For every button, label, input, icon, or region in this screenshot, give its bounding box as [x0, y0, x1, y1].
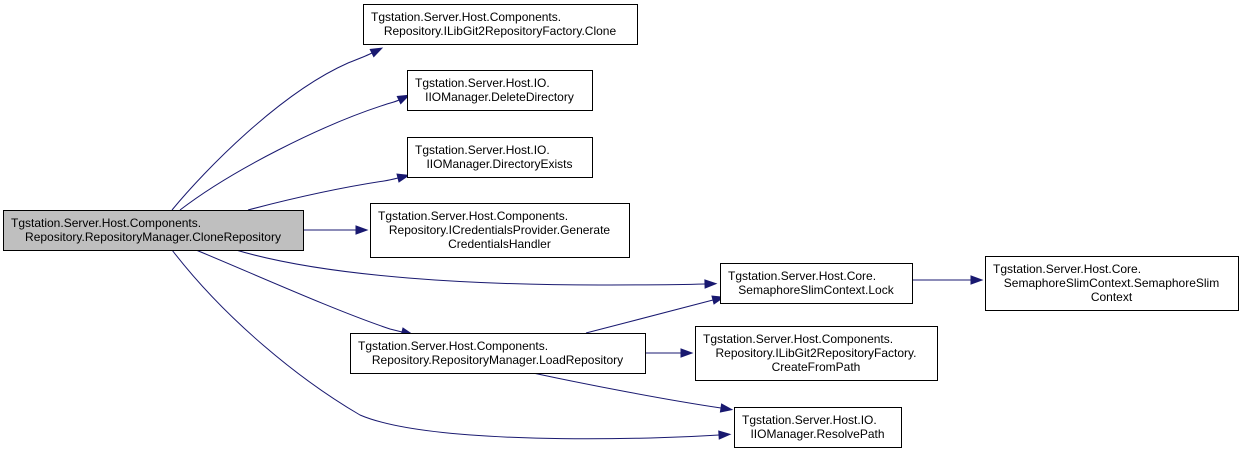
edge-arrowhead: [704, 279, 718, 289]
edge-arrowhead: [396, 173, 411, 183]
edge-load-repository-to-resolve-path: [532, 372, 722, 409]
node-directory-exists[interactable]: Tgstation.Server.Host.IO.IIOManager.Dire…: [407, 137, 593, 178]
edge-clone-repository-to-load-repository: [195, 249, 403, 333]
node-label-line: Tgstation.Server.Host.Components.: [703, 332, 893, 346]
node-generate-credentials-handler[interactable]: Tgstation.Server.Host.Components.Reposit…: [370, 203, 630, 258]
edges-layer: [171, 47, 984, 440]
node-label-line: Repository.RepositoryManager.LoadReposit…: [372, 353, 623, 367]
edge-load-repository-to-semaphore-lock: [585, 299, 714, 334]
node-label-line: Tgstation.Server.Host.IO.: [742, 413, 877, 427]
node-label-line: Tgstation.Server.Host.Components.: [358, 339, 548, 353]
edge-clone-repository-to-directory-exists: [247, 177, 399, 211]
node-label-line: Tgstation.Server.Host.IO.: [415, 143, 550, 157]
node-label-line: Tgstation.Server.Host.Components.: [378, 209, 568, 223]
node-label-line: Repository.RepositoryManager.CloneReposi…: [25, 230, 281, 244]
edge-arrowhead: [719, 403, 734, 413]
node-resolve-path[interactable]: Tgstation.Server.Host.IO.IIOManager.Reso…: [734, 407, 902, 448]
node-semaphore-lock[interactable]: Tgstation.Server.Host.Core.SemaphoreSlim…: [720, 263, 913, 304]
node-semaphore-ctor[interactable]: Tgstation.Server.Host.Core.SemaphoreSlim…: [985, 256, 1239, 311]
node-label-line: SemaphoreSlimContext.Lock: [738, 283, 894, 297]
node-create-from-path[interactable]: Tgstation.Server.Host.Components.Reposit…: [695, 326, 938, 381]
node-box: [363, 4, 638, 45]
node-label-line: Tgstation.Server.Host.Components.: [371, 10, 561, 24]
node-box: [3, 210, 304, 251]
node-label-line: SemaphoreSlimContext.SemaphoreSlim: [1004, 276, 1219, 290]
node-label-line: IIOManager.DirectoryExists: [426, 157, 572, 171]
node-box: [720, 263, 913, 304]
node-label-line: Tgstation.Server.Host.Core.: [993, 262, 1141, 276]
node-label-line: CreateFromPath: [772, 360, 861, 374]
node-label-line: Repository.ILibGit2RepositoryFactory.: [716, 346, 917, 360]
node-label-line: Repository.ILibGit2RepositoryFactory.Clo…: [384, 24, 617, 38]
node-box: [695, 326, 938, 381]
edge-arrowhead: [355, 225, 369, 235]
node-box: [734, 407, 902, 448]
node-box: [350, 333, 646, 374]
edge-clone-repository-to-resolve-path: [171, 249, 720, 440]
node-clone-repository[interactable]: Tgstation.Server.Host.Components.Reposit…: [3, 210, 304, 251]
nodes-layer: Tgstation.Server.Host.Components.Reposit…: [3, 4, 1239, 448]
node-box: [985, 256, 1239, 311]
node-label-line: Tgstation.Server.Host.Core.: [728, 269, 876, 283]
edge-arrowhead: [396, 94, 411, 105]
node-load-repository[interactable]: Tgstation.Server.Host.Components.Reposit…: [350, 333, 646, 374]
edge-arrowhead: [718, 430, 732, 440]
node-label-line: IIOManager.DeleteDirectory: [425, 90, 574, 104]
edge-arrowhead: [680, 348, 694, 358]
edge-arrowhead: [970, 275, 984, 285]
node-box: [407, 137, 593, 178]
node-label-line: Repository.ICredentialsProvider.Generate: [389, 223, 611, 237]
node-delete-directory[interactable]: Tgstation.Server.Host.IO.IIOManager.Dele…: [407, 70, 593, 111]
node-label-line: IIOManager.ResolvePath: [750, 427, 884, 441]
edge-clone-repository-to-libgit2-clone: [171, 52, 373, 211]
edge-arrowhead: [369, 47, 384, 58]
node-box: [370, 203, 630, 258]
node-box: [407, 70, 593, 111]
edge-clone-repository-to-semaphore-lock: [235, 249, 706, 286]
node-label-line: Tgstation.Server.Host.IO.: [415, 76, 550, 90]
node-label-line: CredentialsHandler: [448, 237, 551, 251]
edge-clone-repository-to-delete-directory: [179, 99, 400, 211]
node-label-line: Tgstation.Server.Host.Components.: [11, 216, 201, 230]
node-libgit2-clone[interactable]: Tgstation.Server.Host.Components.Reposit…: [363, 4, 638, 45]
node-label-line: Context: [1091, 290, 1133, 304]
